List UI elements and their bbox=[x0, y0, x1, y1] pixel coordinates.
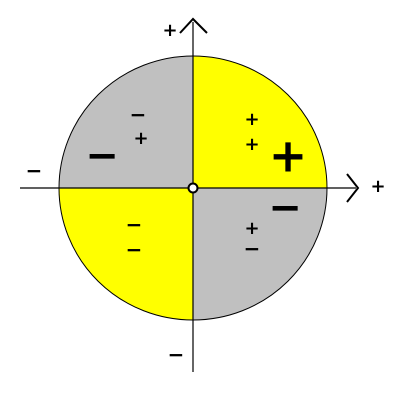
top-right-symbol-1: + bbox=[244, 109, 259, 130]
y-axis-positive-label: + bbox=[162, 20, 177, 41]
bottom-right-symbol-2: − bbox=[244, 237, 261, 261]
bottom-left-symbol-2: − bbox=[126, 238, 143, 262]
y-axis-negative-label: − bbox=[168, 343, 185, 367]
top-left-symbol-1: − bbox=[130, 103, 147, 127]
top-right-symbol-2: + bbox=[244, 134, 259, 155]
quadrant-top-left bbox=[59, 56, 193, 188]
x-axis-arrowhead bbox=[346, 173, 360, 203]
bottom-right-symbol-1: + bbox=[244, 218, 259, 239]
large-minus-left-symbol: − bbox=[85, 133, 119, 179]
large-plus-symbol: + bbox=[269, 129, 308, 183]
y-axis-arrowhead bbox=[179, 17, 208, 34]
x-axis-negative-label: − bbox=[26, 159, 43, 183]
quadrant-bottom-left bbox=[59, 188, 193, 320]
quadrant-bottom-right bbox=[193, 188, 327, 320]
quadrant-top-right bbox=[193, 56, 327, 188]
origin-marker bbox=[187, 182, 199, 194]
top-left-symbol-2: + bbox=[133, 128, 148, 149]
large-minus-right-symbol: − bbox=[268, 185, 302, 231]
bottom-left-symbol-1: − bbox=[126, 213, 143, 237]
x-axis-positive-label: + bbox=[370, 176, 385, 197]
